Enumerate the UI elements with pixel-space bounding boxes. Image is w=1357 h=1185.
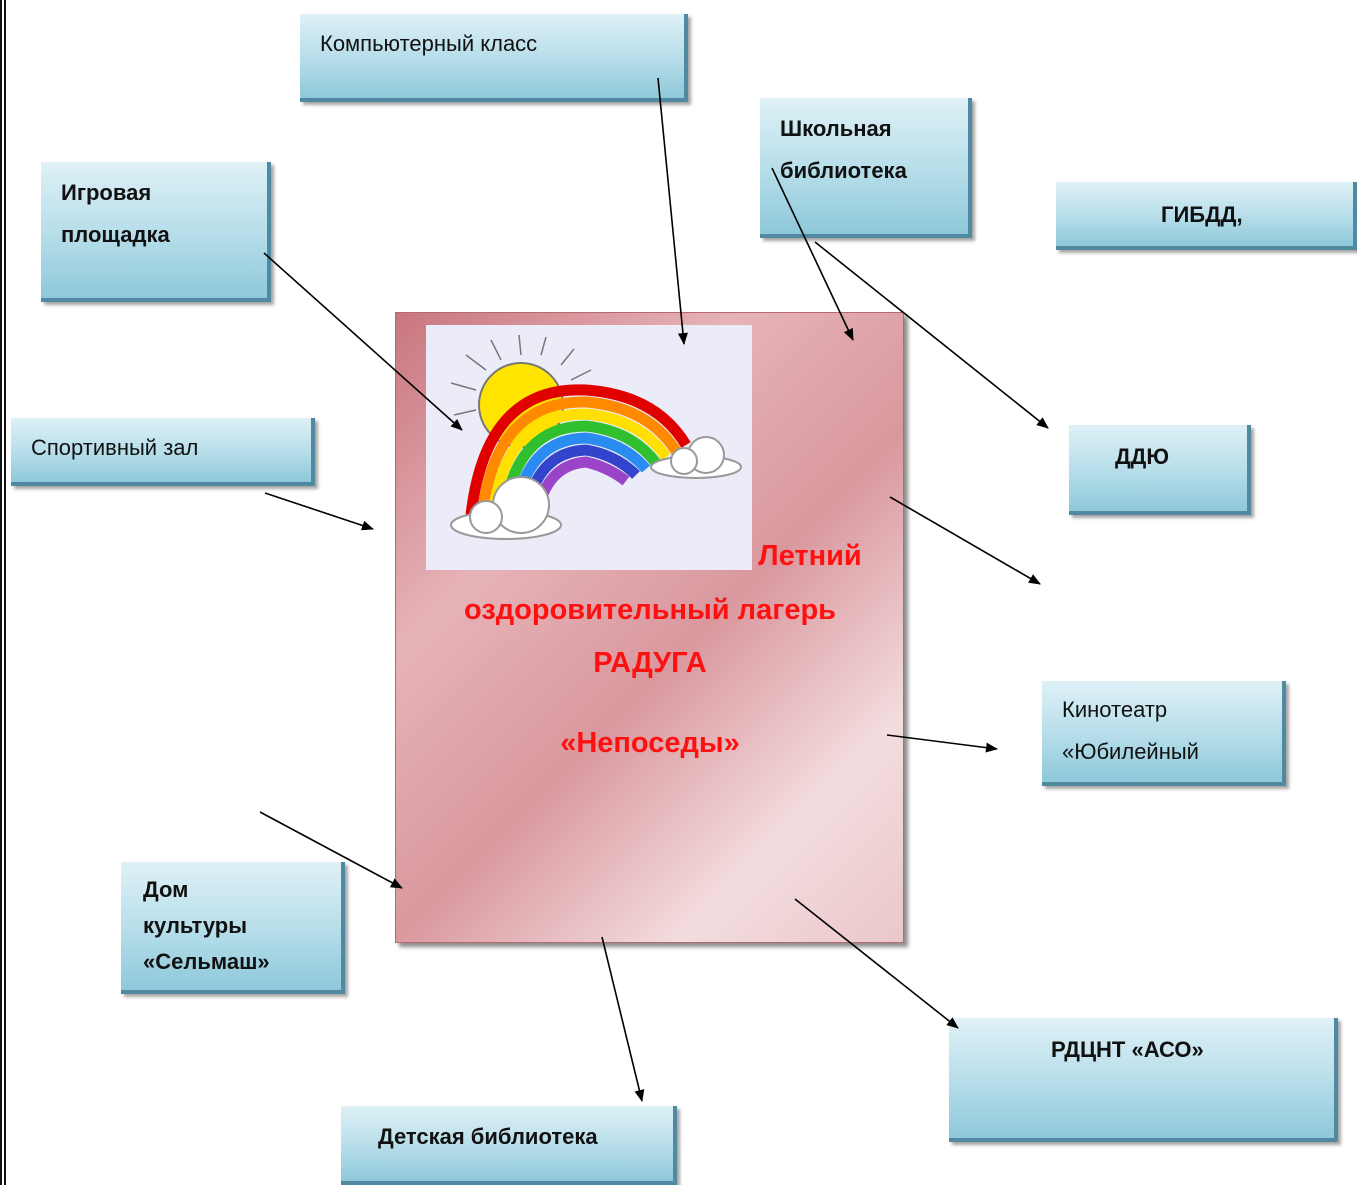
camp-title-line3: РАДУГА [593, 647, 707, 679]
box-kids-library: Детская библиотека [341, 1106, 677, 1185]
box-school-library: Школьная библиотека [760, 98, 972, 238]
box-ddyu-label: ДДЮ [1115, 444, 1170, 469]
box-kids-library-label: Детская библиотека [378, 1124, 598, 1149]
box-rdcnt: РДЦНТ «АСО» [949, 1018, 1338, 1142]
arrow-card-right [889, 496, 1041, 585]
box-computer-class: Компьютерный класс [300, 14, 688, 102]
box-gibdd: ГИБДД, [1056, 182, 1357, 250]
rainbow-icon [450, 334, 742, 540]
camp-title-line2: оздоровительный лагерь [463, 594, 836, 626]
box-ddyu: ДДЮ [1069, 425, 1251, 515]
box-cinema: Кинотеатр «Юбилейный [1042, 681, 1286, 786]
box-school-library-label: Школьная библиотека [780, 116, 907, 183]
camp-title-line1: Летний [758, 540, 862, 572]
rainbow-picture [426, 325, 752, 570]
arrow-kids-library [601, 936, 645, 1102]
camp-squad-name: «Непоседы» [560, 727, 740, 759]
left-border [0, 0, 2, 1185]
box-computer-class-label: Компьютерный класс [320, 31, 538, 56]
box-culture-house: Дом культуры «Сельмаш» [121, 862, 345, 994]
box-culture-house-label: Дом культуры «Сельмаш» [143, 877, 270, 974]
box-sport-hall-label: Спортивный зал [31, 435, 199, 460]
box-rdcnt-label: РДЦНТ «АСО» [1051, 1037, 1204, 1062]
arrow-computer-class [657, 77, 688, 345]
arrow-sport-hall [264, 492, 374, 531]
box-cinema-label: Кинотеатр «Юбилейный [1062, 697, 1199, 764]
box-gibdd-label: ГИБДД, [1161, 202, 1243, 227]
box-sport-hall: Спортивный зал [11, 418, 315, 486]
box-playground: Игровая площадка [41, 162, 271, 302]
box-playground-label: Игровая площадка [61, 180, 170, 247]
left-border-inner [4, 0, 6, 1185]
